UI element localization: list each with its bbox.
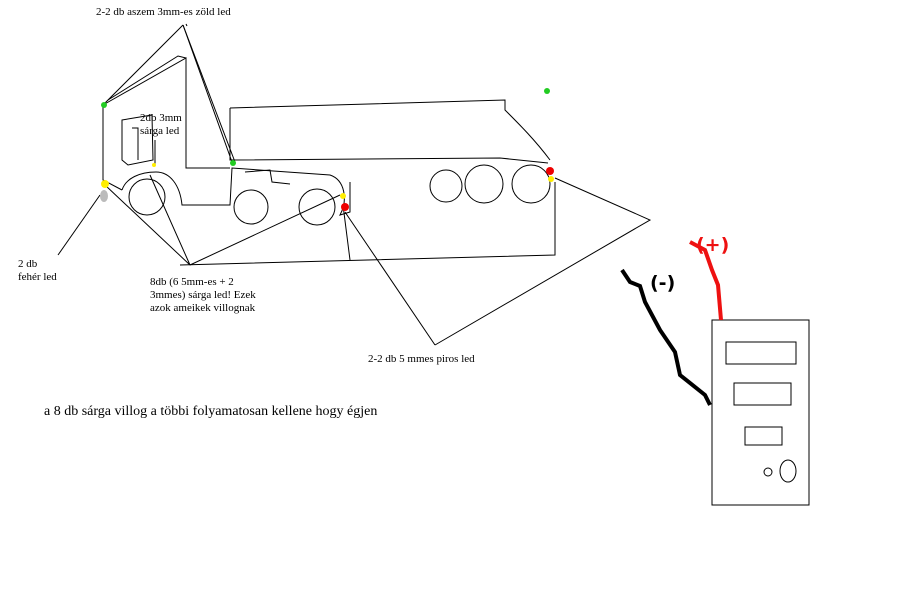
tractor-chassis (122, 168, 350, 215)
yellow-led (548, 176, 554, 182)
label-yellow-blink-line3: azok ameikek villognak (150, 302, 255, 315)
note-text: a 8 db sárga villog a többi folyamatosan… (44, 404, 377, 420)
red-led (546, 167, 554, 175)
green-led (230, 160, 236, 166)
green-led (544, 88, 550, 94)
label-yellow-3mm-line1: 2db 3mm (140, 112, 182, 125)
control-box-display-1 (726, 342, 796, 364)
label-red-leds: 2-2 db 5 mmes piros led (368, 353, 475, 366)
control-box-display-3 (745, 427, 782, 445)
pointer-white-leds (58, 195, 100, 255)
wheel-drive-1 (234, 190, 268, 224)
control-box-knob-small (764, 468, 772, 476)
label-white-leds-line1: 2 db (18, 258, 37, 271)
cab-step (132, 128, 138, 160)
wheel-trailer-1 (430, 170, 462, 202)
label-yellow-blink-line1: 8db (6 5mm-es + 2 (150, 276, 234, 289)
plus-sign: (+) (696, 234, 729, 256)
label-yellow-3mm-line2: sárga led (140, 125, 179, 138)
green-led (101, 102, 107, 108)
control-box-display-2 (734, 383, 791, 405)
wheel-drive-2 (299, 189, 335, 225)
yellow-led (152, 163, 156, 167)
minus-sign: (-) (650, 272, 675, 294)
trailer-box-outline (230, 100, 550, 163)
red-led (341, 203, 349, 211)
trailer-underline (180, 182, 555, 265)
yellow-led (340, 193, 346, 199)
wheel-trailer-3 (512, 165, 550, 203)
pointer-green-leds-2 (183, 25, 235, 162)
control-box-knob-large (780, 460, 796, 482)
label-white-leds-line2: fehér led (18, 271, 57, 284)
label-green-leds: 2-2 db aszem 3mm-es zöld led (96, 6, 231, 19)
yellow-led (101, 180, 109, 188)
wheel-trailer-2 (465, 165, 503, 203)
pointer-red-leds (345, 178, 650, 345)
white-led (100, 190, 108, 202)
label-yellow-blink-line2: 3mmes) sárga led! Ezek (150, 289, 256, 302)
